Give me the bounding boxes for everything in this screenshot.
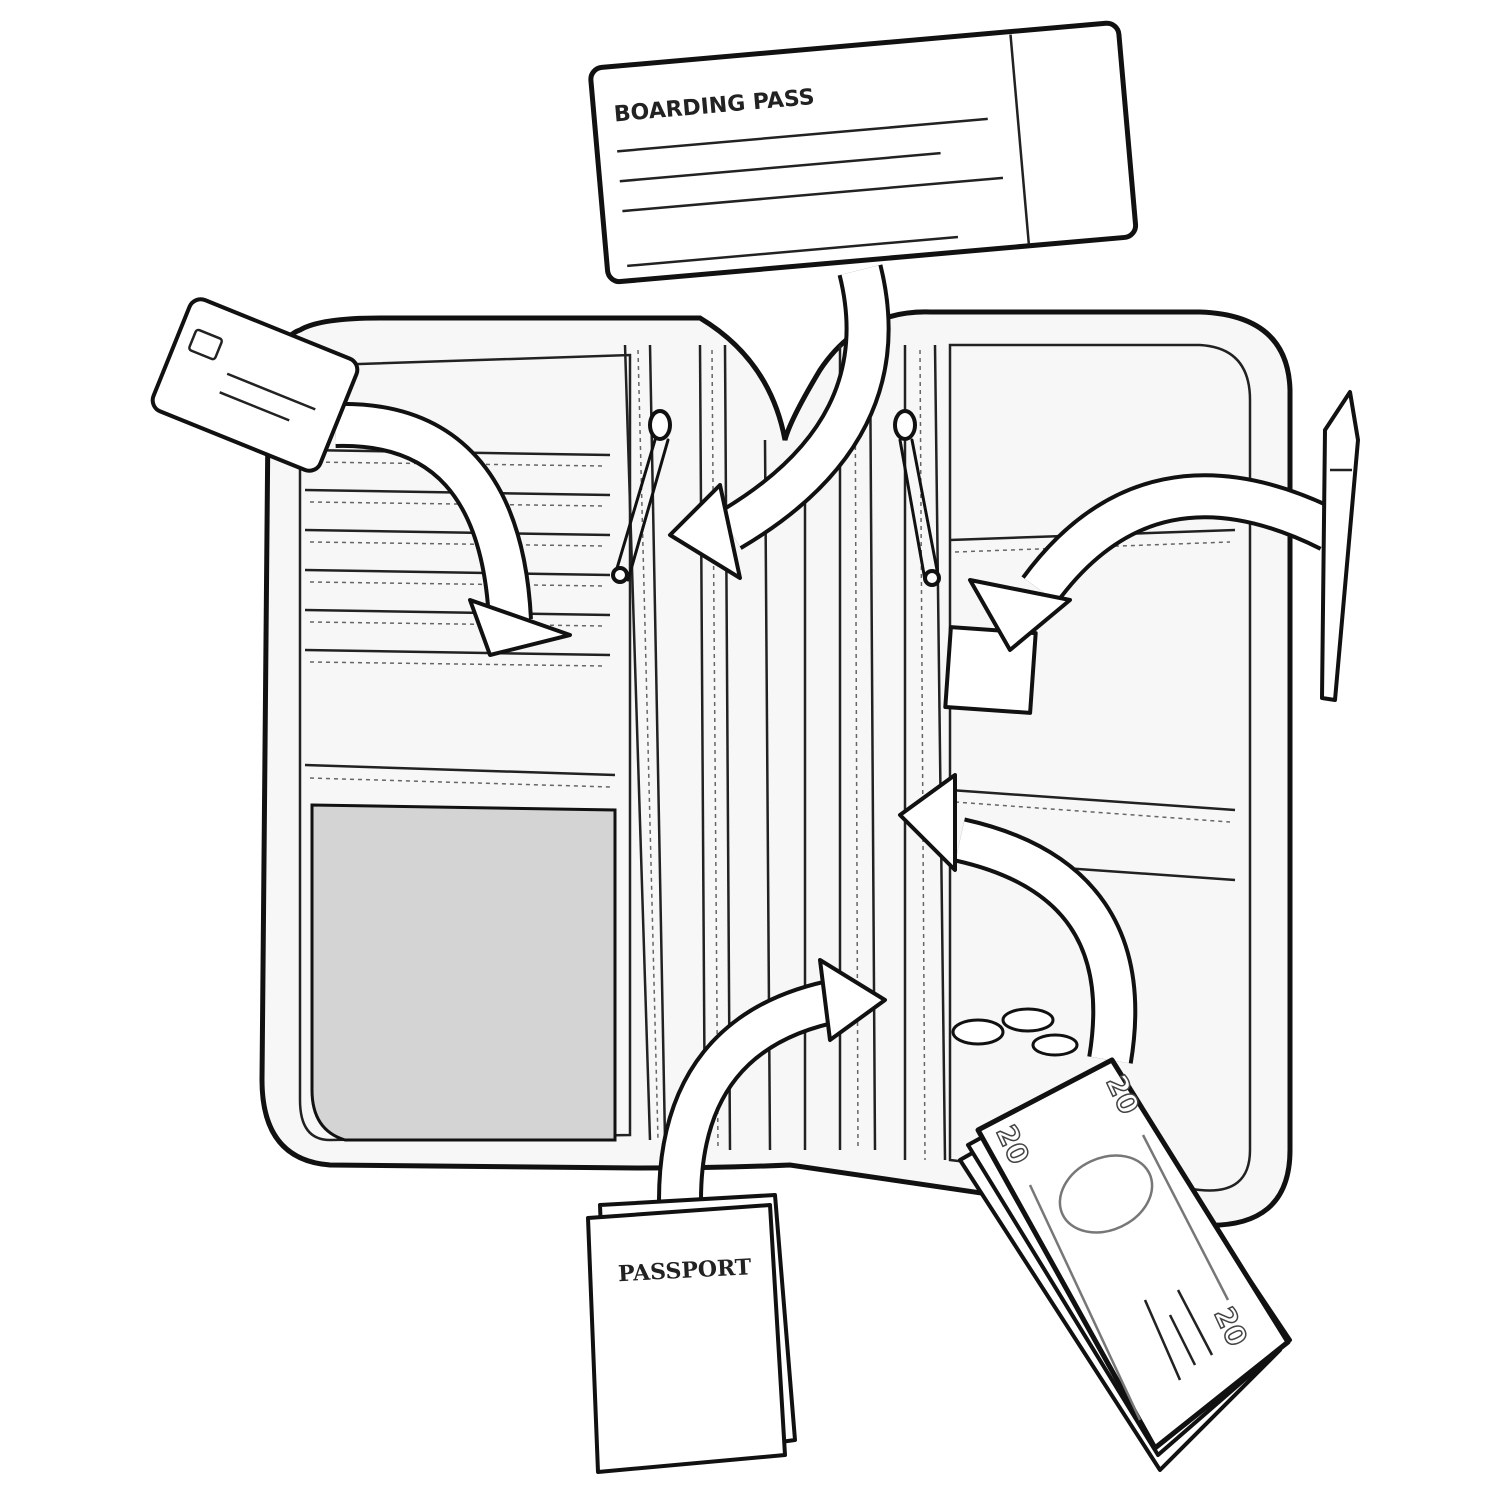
insert-arrows [334,264,1341,1201]
zipper-pull-left [611,409,672,584]
right-inner-border [948,343,1252,1192]
arrow-bills-to-zipper [898,773,1138,1064]
boarding-pass: BOARDING PASS [588,20,1139,285]
zipper-spine [623,344,947,1161]
arrow-pen-to-loop [968,473,1341,652]
arrow-passport-to-zipper [657,958,887,1201]
coins [951,1007,1079,1057]
zipper-pull-right [893,409,941,587]
mesh-pocket [310,803,617,1142]
credit-card [150,297,360,473]
banknotes: 20 20 20 [958,1057,1292,1472]
passport: PASSPORT [586,1193,797,1474]
arrow-boarding-pass-to-zipper [668,264,891,580]
pen [1320,390,1360,702]
arrow-card-to-slot [334,401,572,657]
